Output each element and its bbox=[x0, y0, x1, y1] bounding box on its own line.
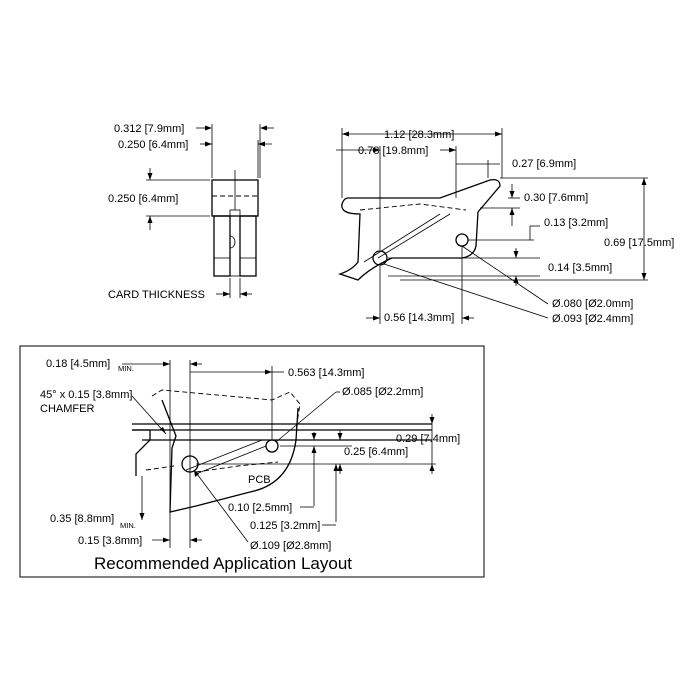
application-layout-caption: Recommended Application Layout bbox=[94, 554, 352, 573]
side-view-hole-large bbox=[372, 250, 388, 266]
hole-height-label: 0.13 [3.2mm] bbox=[544, 217, 608, 229]
tip-offset-label: 0.27 [6.9mm] bbox=[512, 158, 576, 170]
side-view-hole-small bbox=[455, 233, 469, 247]
end-view: 0.312 [7.9mm] 0.250 [6.4mm] 0.250 [6.4mm… bbox=[108, 123, 274, 301]
edge-offset-label: 0.15 [3.8mm] bbox=[78, 535, 142, 547]
overall-height-label: 0.69 [17.5mm] bbox=[604, 237, 674, 249]
pcb-label: PCB bbox=[248, 474, 271, 486]
height-top-label: 0.30 [7.6mm] bbox=[524, 192, 588, 204]
application-layout: 0.18 [4.5mm] MIN. 45° x 0.15 [3.8mm] CHA… bbox=[19, 345, 485, 578]
large-hole-label: Ø.109 [Ø2.8mm] bbox=[250, 540, 331, 552]
end-view-width-inner-label: 0.250 [6.4mm] bbox=[118, 139, 188, 151]
edge-min-label: 0.35 [8.8mm] bbox=[50, 513, 114, 525]
hole-small-label: Ø.080 [Ø2.0mm] bbox=[552, 298, 633, 310]
application-layout-frame bbox=[19, 345, 485, 578]
hole-large-label: Ø.093 [Ø2.4mm] bbox=[552, 313, 633, 325]
hole-spacing-v-label: 0.14 [3.5mm] bbox=[548, 262, 612, 274]
chamfer-label-line1: 45° x 0.15 [3.8mm] bbox=[40, 389, 132, 401]
height-b-label: 0.25 [6.4mm] bbox=[344, 446, 408, 458]
overall-length-label: 1.12 [28.3mm] bbox=[384, 129, 454, 141]
hole-distance-label: 0.563 [14.3mm] bbox=[288, 367, 364, 379]
card-thickness-label: CARD THICKNESS bbox=[108, 289, 205, 301]
side-view-lever bbox=[337, 178, 501, 281]
pivot-offset-label: 0.78 [19.8mm] bbox=[358, 145, 428, 157]
side-view: 1.12 [28.3mm] 0.78 [19.8mm] 0.27 [6.9mm]… bbox=[336, 128, 674, 325]
height-a-label: 0.29 [7.4mm] bbox=[396, 433, 460, 445]
end-view-width-outer-label: 0.312 [7.9mm] bbox=[114, 123, 184, 135]
hole-offset-a-label: 0.10 [2.5mm] bbox=[228, 502, 292, 514]
min-offset-min-label: MIN. bbox=[118, 364, 134, 373]
application-lever bbox=[161, 399, 299, 513]
hole-spacing-h-label: 0.56 [14.3mm] bbox=[384, 312, 454, 324]
chamfer-label-line2: CHAMFER bbox=[40, 403, 94, 415]
end-view-height-label: 0.250 [6.4mm] bbox=[108, 193, 178, 205]
min-offset-label: 0.18 [4.5mm] bbox=[46, 358, 110, 370]
hole-offset-b-label: 0.125 [3.2mm] bbox=[250, 520, 320, 532]
small-hole-label: Ø.085 [Ø2.2mm] bbox=[342, 386, 423, 398]
edge-min-min-label: MIN. bbox=[120, 521, 136, 530]
